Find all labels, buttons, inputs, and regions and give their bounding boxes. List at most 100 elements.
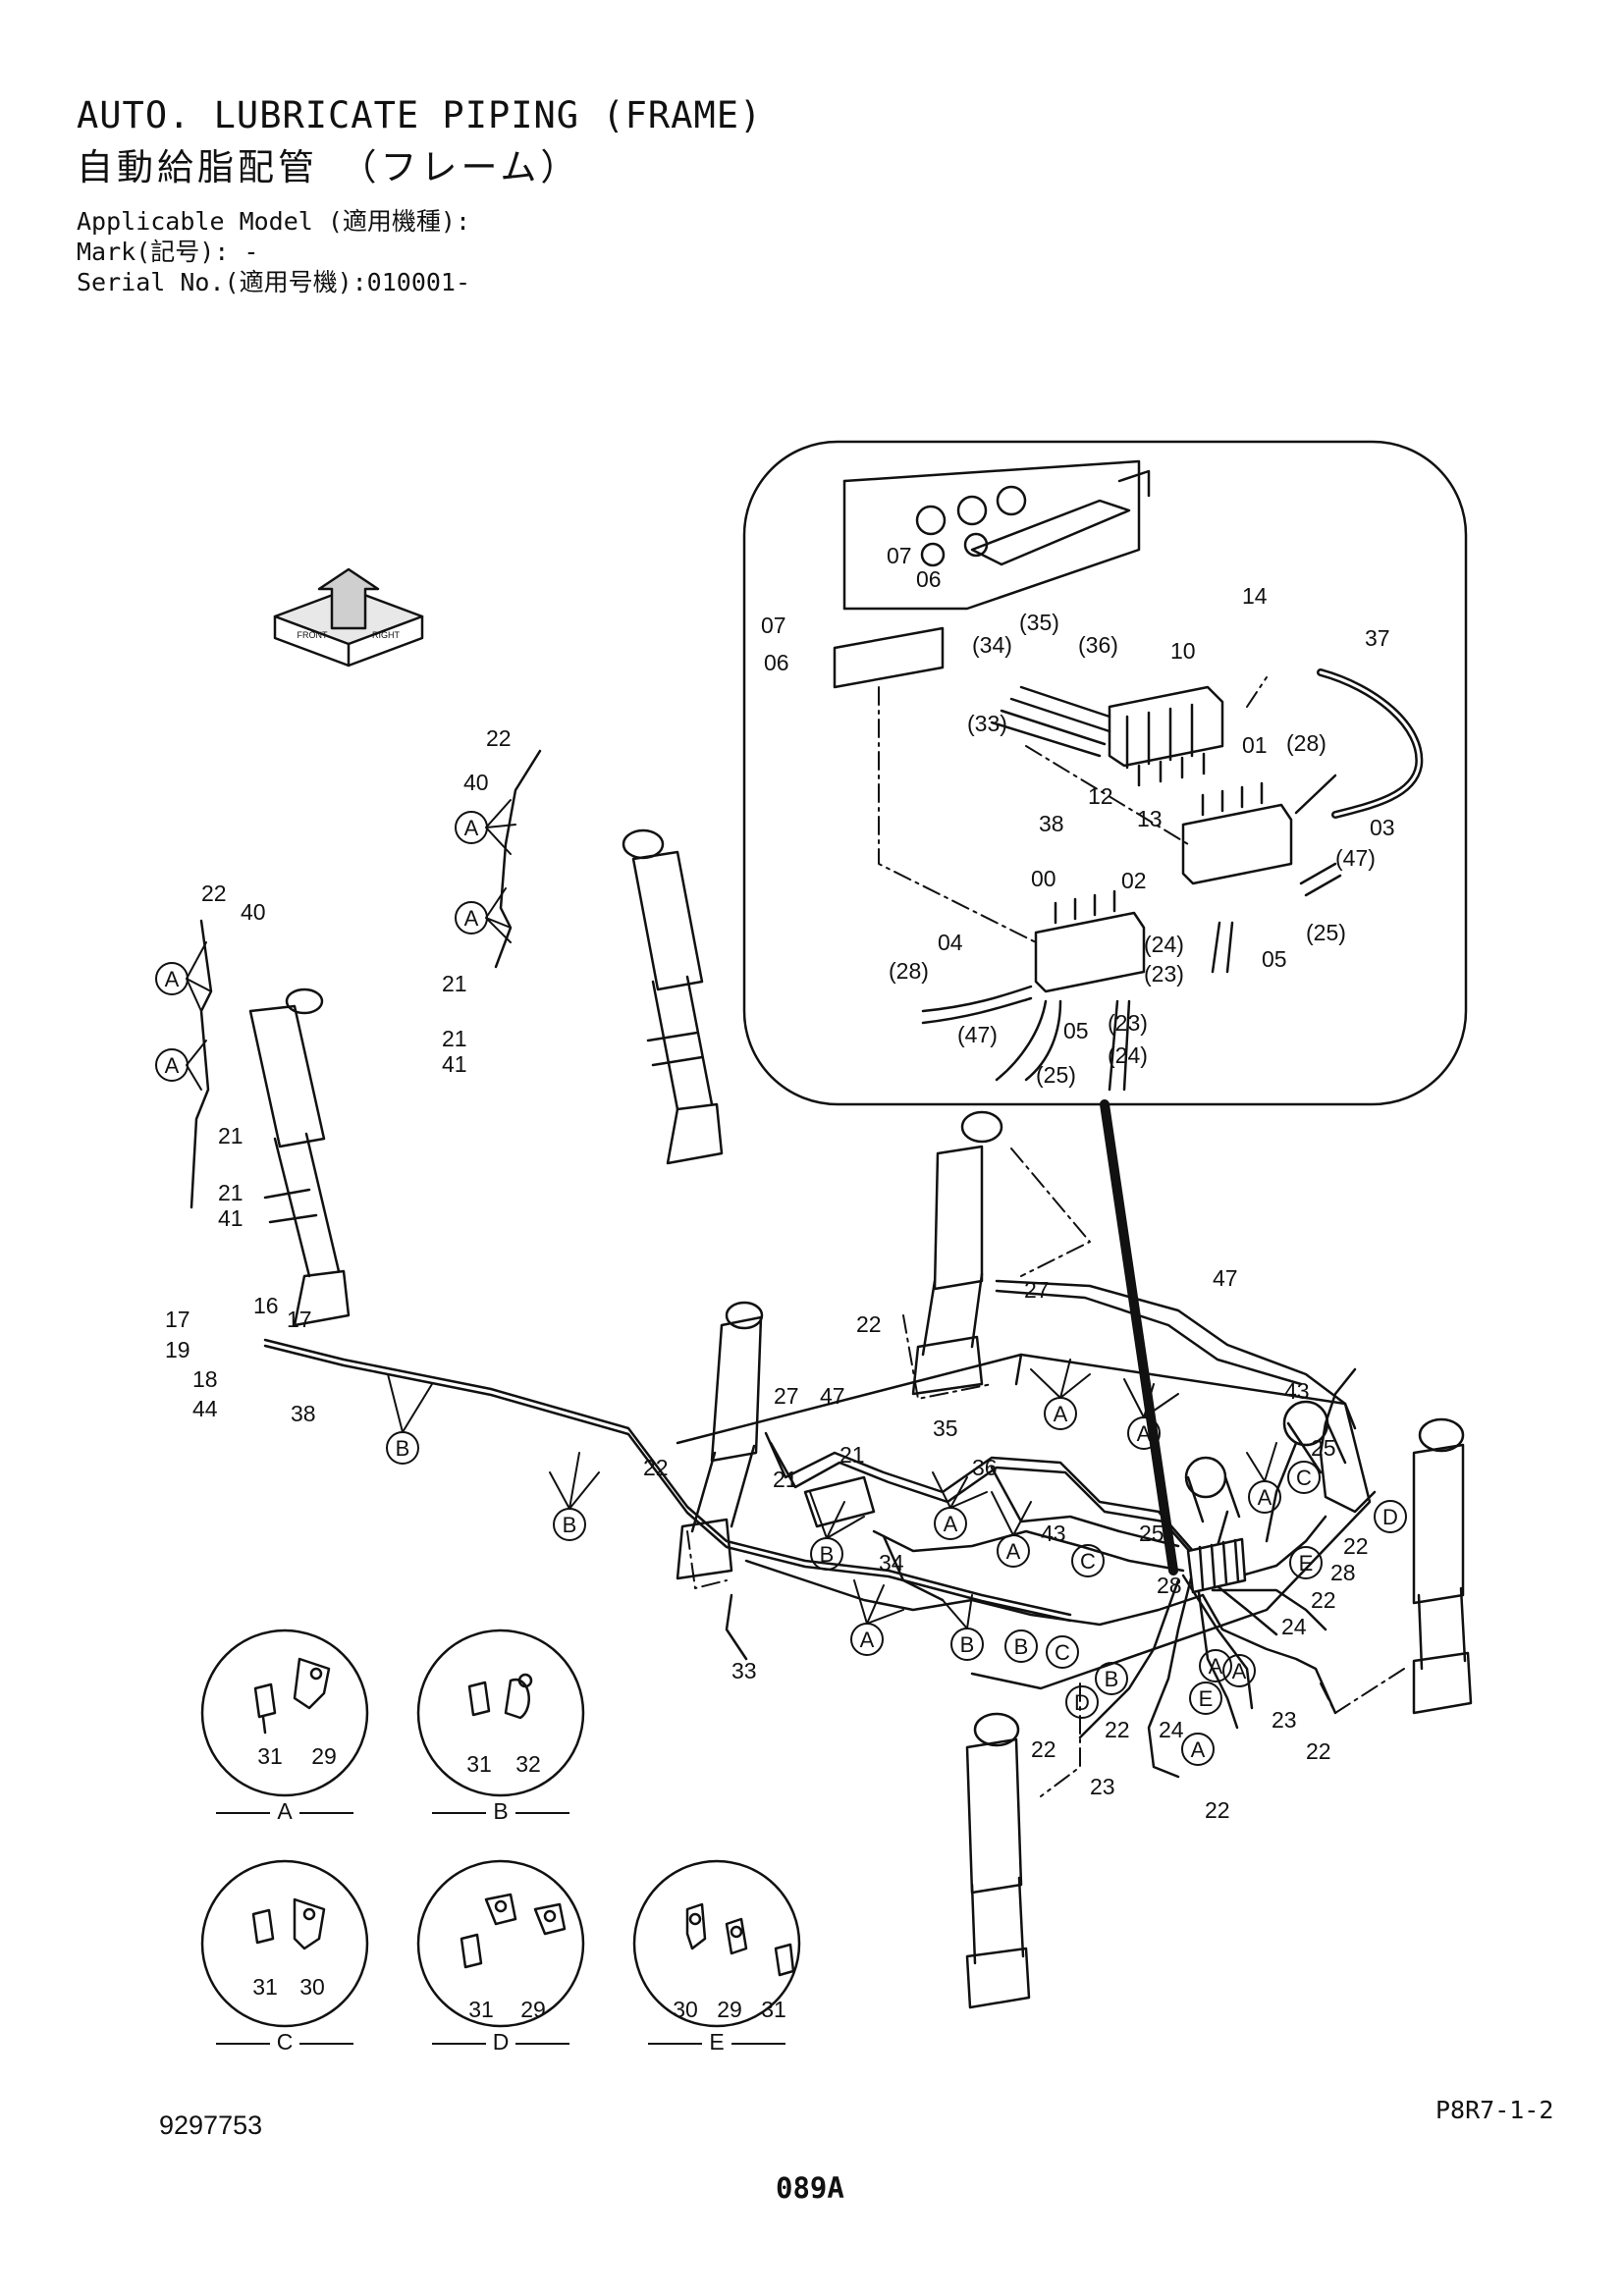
callout: 22: [1343, 1533, 1369, 1559]
detail-e-letter: E: [709, 2029, 724, 2055]
callout: 10: [1170, 638, 1196, 664]
svg-text:A: A: [464, 816, 479, 840]
svg-text:E: E: [1199, 1686, 1214, 1711]
svg-text:D: D: [1074, 1690, 1090, 1715]
callout: 21: [442, 971, 467, 996]
svg-text:B: B: [563, 1513, 577, 1537]
callout: 22: [1306, 1738, 1331, 1764]
detail-view-a-circle: [200, 1629, 369, 1797]
callout: 22: [1031, 1736, 1056, 1762]
callout: 43: [1284, 1378, 1310, 1404]
callout: 34: [879, 1550, 904, 1575]
callout: (35): [1019, 610, 1059, 635]
applicable-model-label: Applicable Model (適用機種):: [77, 207, 471, 236]
callout: 25: [1311, 1435, 1336, 1461]
callout: 06: [764, 650, 789, 675]
svg-text:B: B: [396, 1436, 410, 1461]
callout: 22: [1311, 1587, 1336, 1613]
callout: (23): [1144, 961, 1184, 987]
detail-d-part-label: 31: [468, 1997, 494, 2022]
title-english: AUTO. LUBRICATE PIPING (FRAME): [77, 94, 763, 136]
detail-view-e-circle: [632, 1859, 801, 2028]
callout: 19: [165, 1337, 190, 1362]
callout: 16: [253, 1293, 279, 1318]
callout: (25): [1036, 1062, 1076, 1088]
detail-c-letter: C: [277, 2029, 294, 2055]
callout: 22: [1205, 1797, 1230, 1823]
svg-text:A: A: [165, 967, 180, 991]
callout: 43: [1041, 1521, 1066, 1546]
callout: 04: [938, 930, 963, 955]
detail-b-part-label: 32: [515, 1751, 541, 1777]
detail-a-part-label: 29: [311, 1743, 337, 1769]
direction-front-label: FRONT: [298, 630, 328, 640]
callout: 22: [486, 725, 512, 751]
callout: 03: [1370, 815, 1395, 840]
detail-e-part-label: 31: [761, 1997, 786, 2022]
callout: 05: [1262, 946, 1287, 972]
svg-text:B: B: [1105, 1667, 1119, 1691]
callout: (24): [1108, 1042, 1148, 1068]
svg-text:A: A: [1137, 1421, 1152, 1446]
detail-b-letter: B: [493, 1798, 508, 1824]
callout: 47: [820, 1383, 845, 1409]
callout: (25): [1306, 920, 1346, 945]
callout: 06: [916, 566, 942, 592]
callout: 21: [773, 1467, 798, 1492]
callout: (47): [1335, 845, 1376, 871]
callout: 17: [165, 1307, 190, 1332]
svg-text:B: B: [820, 1542, 835, 1567]
callout: 27: [774, 1383, 799, 1409]
title-japanese: 自動給脂配管 （フレーム）: [77, 146, 581, 188]
serial-number-label: Serial No.(適用号機):010001-: [77, 268, 471, 296]
svg-text:A: A: [1258, 1485, 1272, 1510]
svg-text:C: C: [1296, 1466, 1312, 1490]
callout: (24): [1144, 932, 1184, 957]
callout: 40: [463, 770, 489, 795]
callout: (23): [1108, 1010, 1148, 1036]
callout: 21: [442, 1026, 467, 1051]
svg-text:B: B: [1014, 1634, 1029, 1659]
callout: 24: [1159, 1717, 1184, 1742]
svg-text:A: A: [860, 1628, 875, 1652]
svg-text:A: A: [944, 1512, 958, 1536]
svg-text:D: D: [1382, 1505, 1398, 1529]
callout: 27: [1024, 1277, 1050, 1303]
direction-right-label: RIGHT: [372, 630, 401, 640]
callout: (33): [967, 711, 1007, 736]
svg-text:A: A: [1191, 1737, 1206, 1762]
callout: 47: [1213, 1265, 1238, 1291]
svg-text:A: A: [1006, 1539, 1021, 1564]
callout: 33: [731, 1658, 757, 1683]
detail-a-letter: A: [277, 1798, 293, 1824]
detail-e-part-label: 29: [717, 1997, 742, 2022]
callout: 01: [1242, 732, 1268, 758]
drawing-number: 9297753: [159, 2110, 263, 2140]
detail-view-d-circle: [416, 1859, 585, 2028]
callout: 13: [1137, 806, 1163, 831]
svg-text:A: A: [1054, 1402, 1068, 1426]
callout: 36: [972, 1455, 998, 1480]
callout: 21: [839, 1442, 865, 1468]
callout: 23: [1090, 1774, 1115, 1799]
callout: (28): [889, 958, 929, 984]
mark-label: Mark(記号): -: [77, 238, 259, 266]
callout: 23: [1272, 1707, 1297, 1733]
page-number: 089A: [776, 2171, 844, 2205]
svg-text:A: A: [165, 1053, 180, 1078]
callout: 18: [192, 1366, 218, 1392]
callout: 28: [1330, 1560, 1356, 1585]
callout: 21: [218, 1123, 244, 1148]
callout: 41: [442, 1051, 467, 1077]
callout: 21: [218, 1180, 244, 1205]
detail-e-part-label: 30: [673, 1997, 698, 2022]
callout: 37: [1365, 625, 1390, 651]
callout: 38: [1039, 811, 1064, 836]
callout: 22: [1105, 1717, 1130, 1742]
callout: (36): [1078, 632, 1118, 658]
svg-text:C: C: [1080, 1549, 1096, 1574]
callout: 35: [933, 1415, 958, 1441]
detail-a-part-label: 31: [257, 1743, 283, 1769]
